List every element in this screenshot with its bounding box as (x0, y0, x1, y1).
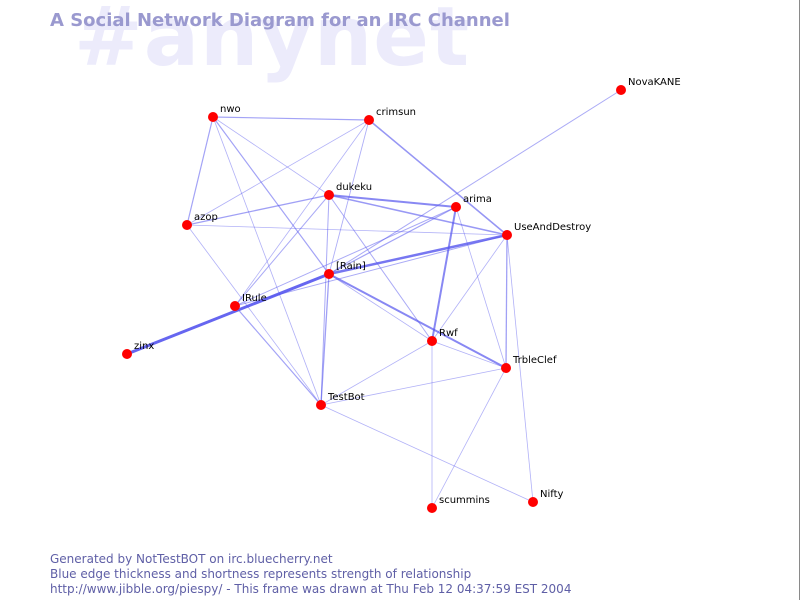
node-dot (364, 115, 374, 125)
edge-azop-testbot (186, 224, 322, 406)
edge-nwo-testbot (212, 116, 322, 406)
node-dot (502, 230, 512, 240)
node-rwf: Rwf (427, 328, 458, 346)
node-dot (427, 336, 437, 346)
node-rain: [Rain] (324, 261, 366, 279)
node-dot (316, 400, 326, 410)
node-azop: azop (182, 212, 218, 230)
node-layer: nwo crimsun NovaKANE dukeku arima azopUseAndD… (122, 77, 681, 513)
diagram-title: A Social Network Diagram for an IRC Chan… (50, 10, 510, 31)
edge-rain-rwf (328, 273, 433, 342)
edge-useanddestroy-nifty (506, 234, 534, 503)
edge-rain-arima (328, 206, 457, 275)
edge-irule-useanddestroy (234, 234, 508, 307)
node-irule: IRule (230, 293, 267, 311)
edge-irule-testbot (234, 305, 322, 406)
edge-useanddestroy-trbleclef (505, 234, 508, 369)
edge-rwf-useanddestroy (431, 234, 508, 342)
node-dot (501, 363, 511, 373)
node-dot (122, 349, 132, 359)
node-label: TrbleClef (512, 355, 557, 366)
node-dot (324, 190, 334, 200)
edge-crimsun-rain (328, 119, 370, 275)
footer-legend: Blue edge thickness and shortness repres… (50, 567, 472, 581)
edge-arima-trbleclef (455, 206, 507, 369)
node-label: TestBot (327, 392, 365, 403)
node-label: crimsun (376, 107, 416, 118)
node-dot (427, 503, 437, 513)
edge-arima-rwf (431, 206, 457, 342)
node-label: [Rain] (336, 261, 366, 272)
channel-watermark: #anynet (74, 0, 471, 85)
node-label: dukeku (336, 182, 372, 193)
edge-azop-dukeku (186, 194, 330, 226)
edge-azop-useanddestroy (186, 224, 508, 236)
edge-rain-useanddestroy (328, 233, 508, 276)
edge-irule-crimsun (234, 119, 370, 307)
node-label: Rwf (439, 328, 458, 339)
node-label: arima (463, 194, 492, 205)
edge-testbot-rwf (320, 340, 433, 406)
edge-dukeku-useanddestroy (328, 194, 508, 236)
node-zinx: zinx (122, 341, 154, 359)
node-arima: arima (451, 194, 492, 212)
node-label: UseAndDestroy (514, 222, 591, 233)
footer-url-timestamp: http://www.jibble.org/piespy/ - This fra… (50, 582, 572, 596)
edge-zinx-rain (126, 272, 330, 356)
edge-nwo-dukeku (212, 116, 330, 196)
node-dot (208, 112, 218, 122)
footer-generated-by: Generated by NotTestBOT on irc.bluecherr… (50, 552, 333, 566)
edge-testbot-trbleclef (320, 367, 507, 406)
node-scummins: scummins (427, 495, 490, 513)
edge-crimsun-useanddestroy (368, 119, 508, 236)
edge-nwo-azop (186, 116, 214, 226)
edge-rain-testbot (320, 273, 330, 406)
edge-rwf-trbleclef (431, 340, 507, 369)
node-novakane: NovaKANE (616, 77, 681, 95)
node-label: NovaKANE (628, 77, 681, 88)
node-label: nwo (220, 104, 241, 115)
node-label: Nifty (540, 489, 564, 500)
node-label: zinx (134, 341, 154, 352)
node-dot (324, 269, 334, 279)
edge-trbleclef-scummins (431, 367, 507, 509)
footer-text: Generated by NotTestBOT on irc.bluecherr… (50, 552, 571, 597)
node-label: azop (194, 212, 218, 223)
node-trbleclef: TrbleClef (501, 355, 557, 373)
node-useanddestroy: UseAndDestroy (502, 222, 591, 240)
edge-dukeku-arima (328, 194, 457, 208)
edge-layer (126, 89, 622, 509)
edge-dukeku-testbot (320, 194, 330, 406)
node-testbot: TestBot (316, 392, 365, 410)
edge-nwo-crimsun (212, 116, 370, 121)
node-dot (616, 85, 626, 95)
edge-novakane-rain (328, 89, 622, 275)
node-nwo: nwo (208, 104, 241, 122)
node-dukeku: dukeku (324, 182, 372, 200)
node-dot (451, 202, 461, 212)
node-crimsun: crimsun (364, 107, 416, 125)
edge-irule-arima (234, 206, 457, 307)
node-label: scummins (439, 495, 490, 506)
node-dot (528, 497, 538, 507)
node-dot (230, 301, 240, 311)
edge-azop-crimsun (186, 119, 370, 226)
edge-dukeku-rwf (328, 194, 433, 342)
node-nifty: Nifty (528, 489, 564, 507)
node-label: IRule (242, 293, 267, 304)
edge-irule-dukeku (234, 194, 330, 307)
edge-nwo-rain (212, 116, 330, 275)
node-dot (182, 220, 192, 230)
edge-testbot-nifty (320, 404, 534, 503)
